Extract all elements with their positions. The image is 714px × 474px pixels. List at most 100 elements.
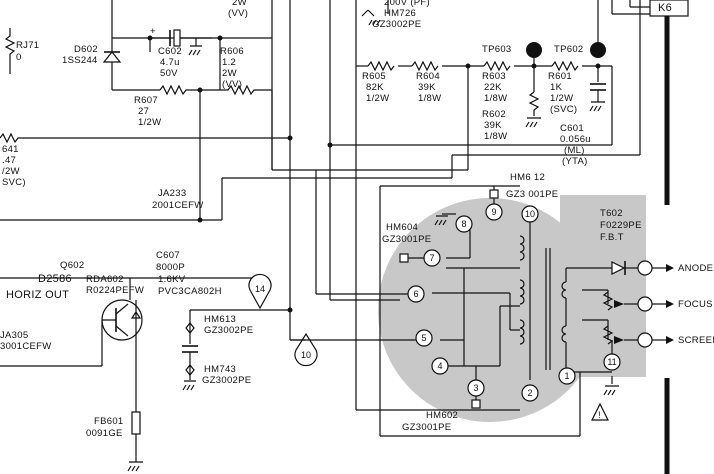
- rj71-ref: RJ71: [16, 40, 39, 51]
- warning-icon: [591, 402, 609, 421]
- left-res-ref: 641: [2, 144, 19, 155]
- marker-10-icon: [294, 332, 318, 367]
- r603-resistor-symbol: [483, 60, 511, 72]
- r607-rating: 1/2W: [138, 117, 161, 128]
- fbt-pin-8-label: 8: [461, 219, 466, 229]
- hm726-part: GZ3002PE: [372, 19, 421, 30]
- fbt-pin-6-label: 6: [413, 289, 418, 299]
- rj71-resistor-symbol: [4, 28, 16, 74]
- fbt-pin-6: [407, 285, 425, 303]
- r604-value: 39K: [418, 82, 436, 93]
- fbt-pin-2-label: 2: [527, 388, 532, 398]
- r606-rating: 2W: [222, 68, 237, 79]
- fbt-pin-7-label: 7: [429, 253, 434, 263]
- node-ja233: [197, 217, 203, 223]
- screen-pot-symbol: [602, 325, 614, 345]
- hm604-part: GZ3001PE: [382, 234, 431, 245]
- fbt-pin-5-label: 5: [421, 333, 426, 343]
- r601-rating: 1/2W: [550, 93, 573, 104]
- c607-rating: 1.6KV: [158, 274, 186, 285]
- d602-part: 1SS244: [62, 55, 98, 66]
- fbt-pin-10: [521, 205, 539, 223]
- r605-value: 82K: [366, 82, 384, 93]
- rj71-value: 0: [16, 52, 22, 63]
- hm604-connector-icon: [399, 253, 409, 263]
- c607-ground-icon: [182, 380, 196, 391]
- fbt-pin-11-label: 11: [607, 357, 616, 367]
- t602-type: F.B.T: [600, 232, 624, 243]
- r602-ref: R602: [482, 109, 506, 120]
- c602-cap-symbol: +: [150, 26, 181, 47]
- r606-top-rating: 2W: [232, 0, 247, 8]
- k6-label: K6: [658, 2, 672, 14]
- left-res-rating: /2W: [2, 166, 20, 177]
- r602-value: 39K: [484, 120, 502, 131]
- warning-mark: !: [598, 410, 601, 421]
- r604-resistor-symbol: [411, 60, 439, 72]
- k6-box: [649, 0, 689, 17]
- c602-value: 4.7u: [160, 57, 180, 68]
- ja233-ref: JA233: [158, 188, 186, 199]
- hm613-ref: HM613: [204, 314, 236, 325]
- fbt-pin-1-label: 1: [564, 371, 569, 381]
- c602-ref: C602: [158, 46, 182, 57]
- r605-ref: R605: [362, 71, 386, 82]
- hm613-connector-icon: [185, 322, 195, 334]
- left-res-note: SVC): [2, 177, 26, 188]
- hm602-part: GZ3001PE: [402, 422, 451, 433]
- anode-arrow-icon: [666, 264, 674, 272]
- fb601-bead-symbol: [131, 411, 141, 435]
- fb601-ref: FB601: [94, 416, 124, 427]
- r607-ref: R607: [134, 95, 158, 106]
- node-290-138: [287, 135, 293, 141]
- fbt-pin-4: [431, 357, 449, 375]
- hm612-part: GZ3 001PE: [506, 189, 558, 200]
- marker-14-icon: [248, 273, 272, 310]
- svg-text:+: +: [150, 26, 156, 37]
- r607-value: 27: [138, 106, 149, 117]
- fb601-part: 0091GE: [86, 428, 123, 439]
- marker-10-label: 10: [301, 350, 311, 360]
- bus-wires: [221, 0, 641, 437]
- focus-pot-symbol: [602, 291, 614, 311]
- fbt-pin-8: [455, 215, 473, 233]
- r604-ref: R604: [416, 71, 440, 82]
- r606-top-note: (VV): [228, 8, 248, 19]
- tp602-test-point-icon: [590, 42, 606, 58]
- cap-200v-label: 200V (PF): [384, 0, 430, 8]
- focus-arrow-icon: [666, 300, 674, 308]
- r607-resistor-symbol: [159, 84, 200, 96]
- r602-ground-icon: [525, 117, 541, 128]
- r603-ref: R603: [482, 71, 506, 82]
- focus-wiper-icon: [614, 300, 624, 308]
- anode-terminal-icon: [637, 260, 653, 276]
- c601-ref: C601: [560, 123, 584, 134]
- hm602-connector-icon: [471, 399, 481, 409]
- r605-resistor-symbol: [367, 60, 395, 72]
- r602-rating: 1/8W: [484, 131, 507, 142]
- r601-note: (SVC): [550, 104, 577, 115]
- ja233-part: 2001CEFW: [152, 200, 204, 211]
- c601-note1: (ML): [564, 145, 585, 156]
- q602-part: D2586: [38, 273, 72, 285]
- left-resistor-symbol: [0, 132, 30, 144]
- hm612-connector-icon: [489, 189, 499, 199]
- screen-terminal-icon: [637, 332, 653, 348]
- tp603-label: TP603: [482, 44, 512, 55]
- fbt-pin-10-label: 10: [525, 209, 535, 219]
- q602-ref: Q602: [60, 260, 84, 271]
- q602-legs: [102, 303, 129, 337]
- focus-terminal-icon: [637, 296, 653, 312]
- r602-resistor-symbol: [528, 91, 540, 116]
- r603-value: 22K: [484, 82, 502, 93]
- fbt-ground-icon: [603, 385, 619, 396]
- r606-value: 1.2: [222, 57, 236, 68]
- c607-part: PVC3CA802H: [158, 286, 222, 297]
- t602-ref: T602: [600, 208, 623, 219]
- c601-ground-icon: [589, 101, 605, 112]
- fbt-pins: 1 2 3 4 5 6 7 8 9 10 11: [407, 203, 621, 402]
- r606-note: (VV): [222, 79, 242, 90]
- r604-rating: 1/8W: [418, 93, 441, 104]
- r601-ref: R601: [548, 71, 572, 82]
